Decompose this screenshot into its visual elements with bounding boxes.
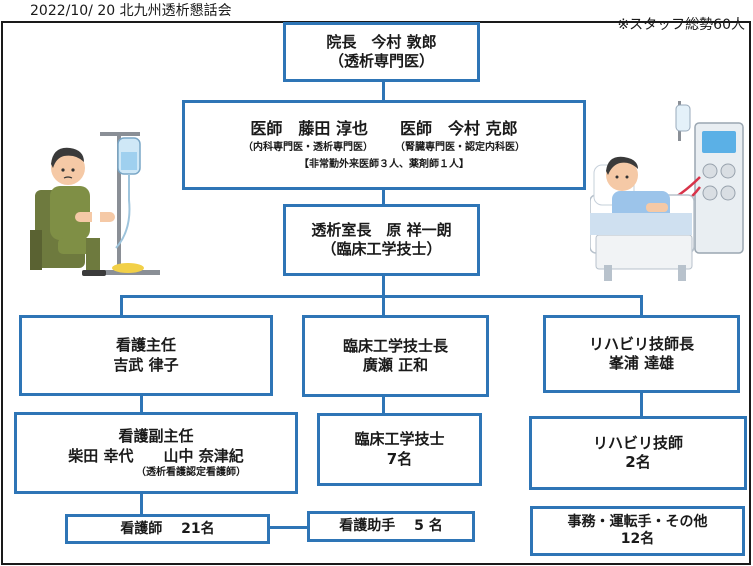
rehab-chief-box: リハビリ技師長 峯浦 達雄 — [543, 315, 740, 393]
assistants-box: 看護助手 5 名 — [307, 511, 475, 542]
nursing-chief-name: 吉武 律子 — [113, 355, 179, 374]
nursing-deputy-box: 看護副主任 柴田 幸代 山中 奈津紀 （透析看護認定看護師） — [14, 412, 298, 494]
connector-head-branch — [382, 274, 385, 296]
ce-staff-title: 臨床工学技士 — [354, 430, 445, 448]
connector-branch-ce — [382, 295, 385, 317]
connector-doctors-head — [382, 188, 385, 206]
dialysis-head-box: 透析室長 原 祥一朗 （臨床工学技士） — [283, 204, 480, 276]
connector-ce-staff — [382, 395, 385, 415]
others-title: 事務・運転手・その他 — [567, 514, 708, 531]
connector-horizontal-branch — [120, 295, 642, 298]
connector-deputy-nurses — [140, 492, 143, 516]
ce-chief-title: 臨床工学技士長 — [342, 336, 448, 355]
ce-staff-box: 臨床工学技士 7名 — [317, 413, 482, 486]
nursing-chief-box: 看護主任 吉武 律子 — [19, 315, 273, 396]
nursing-deputy-names: 柴田 幸代 山中 奈津紀 — [68, 446, 244, 465]
nursing-deputy-title: 看護副主任 — [118, 427, 194, 445]
parttime-note: 【非常勤外来医師３人、薬剤師１人】 — [299, 159, 469, 171]
connector-branch-nursing — [120, 295, 123, 317]
connector-director-doctors — [382, 80, 385, 102]
director-title: 院長 今村 敦郎 — [326, 32, 437, 51]
connector-rehab-staff — [640, 392, 643, 418]
dialysis-head-note: （臨床工学技士） — [321, 240, 442, 258]
rehab-staff-count: 2名 — [625, 453, 651, 471]
assistants-label: 看護助手 5 名 — [339, 518, 443, 535]
nurses-box: 看護師 21名 — [65, 514, 270, 544]
connector-branch-rehab — [640, 295, 643, 317]
staff-total: ※スタッフ総勢60人 — [617, 17, 745, 33]
ce-staff-count: 7名 — [386, 449, 413, 468]
doctors-box: 医師 藤田 淳也 医師 今村 克郎 （内科専門医・透析専門医） （腎臓専門医・認… — [182, 100, 586, 190]
nurses-label: 看護師 21名 — [120, 520, 215, 537]
patient-with-iv-drip-illustration — [30, 132, 160, 276]
others-count: 12名 — [620, 531, 655, 547]
nursing-chief-title: 看護主任 — [115, 336, 176, 354]
ce-chief-box: 臨床工学技士長 廣瀬 正和 — [302, 315, 489, 397]
dialysis-head-title: 透析室長 原 祥一朗 — [311, 220, 452, 239]
director-note: （透析専門医） — [328, 52, 434, 70]
nursing-deputy-note: （透析看護認定看護師） — [136, 467, 246, 478]
ce-chief-name: 廣瀬 正和 — [362, 356, 429, 374]
rehab-chief-name: 峯浦 達雄 — [608, 354, 675, 372]
others-box: 事務・運転手・その他 12名 — [530, 506, 745, 556]
connector-nursing-deputy — [140, 394, 143, 414]
rehab-chief-title: リハビリ技師長 — [588, 334, 694, 353]
date-title: 2022/10/ 20 北九州透析懇話会 — [30, 3, 232, 19]
doctor1-specialty: （内科専門医・透析専門医） — [243, 142, 373, 154]
rehab-staff-box: リハビリ技師 2名 — [529, 416, 747, 490]
connector-nurses-assistants — [268, 526, 310, 529]
patient-on-dialysis-machine-illustration — [590, 101, 744, 281]
doctor2-specialty: （腎臓専門医・認定内科医） — [395, 142, 525, 154]
director-box: 院長 今村 敦郎 （透析専門医） — [283, 22, 480, 82]
rehab-staff-title: リハビリ技師 — [592, 433, 683, 452]
doctors-line: 医師 藤田 淳也 医師 今村 克郎 — [250, 118, 518, 138]
